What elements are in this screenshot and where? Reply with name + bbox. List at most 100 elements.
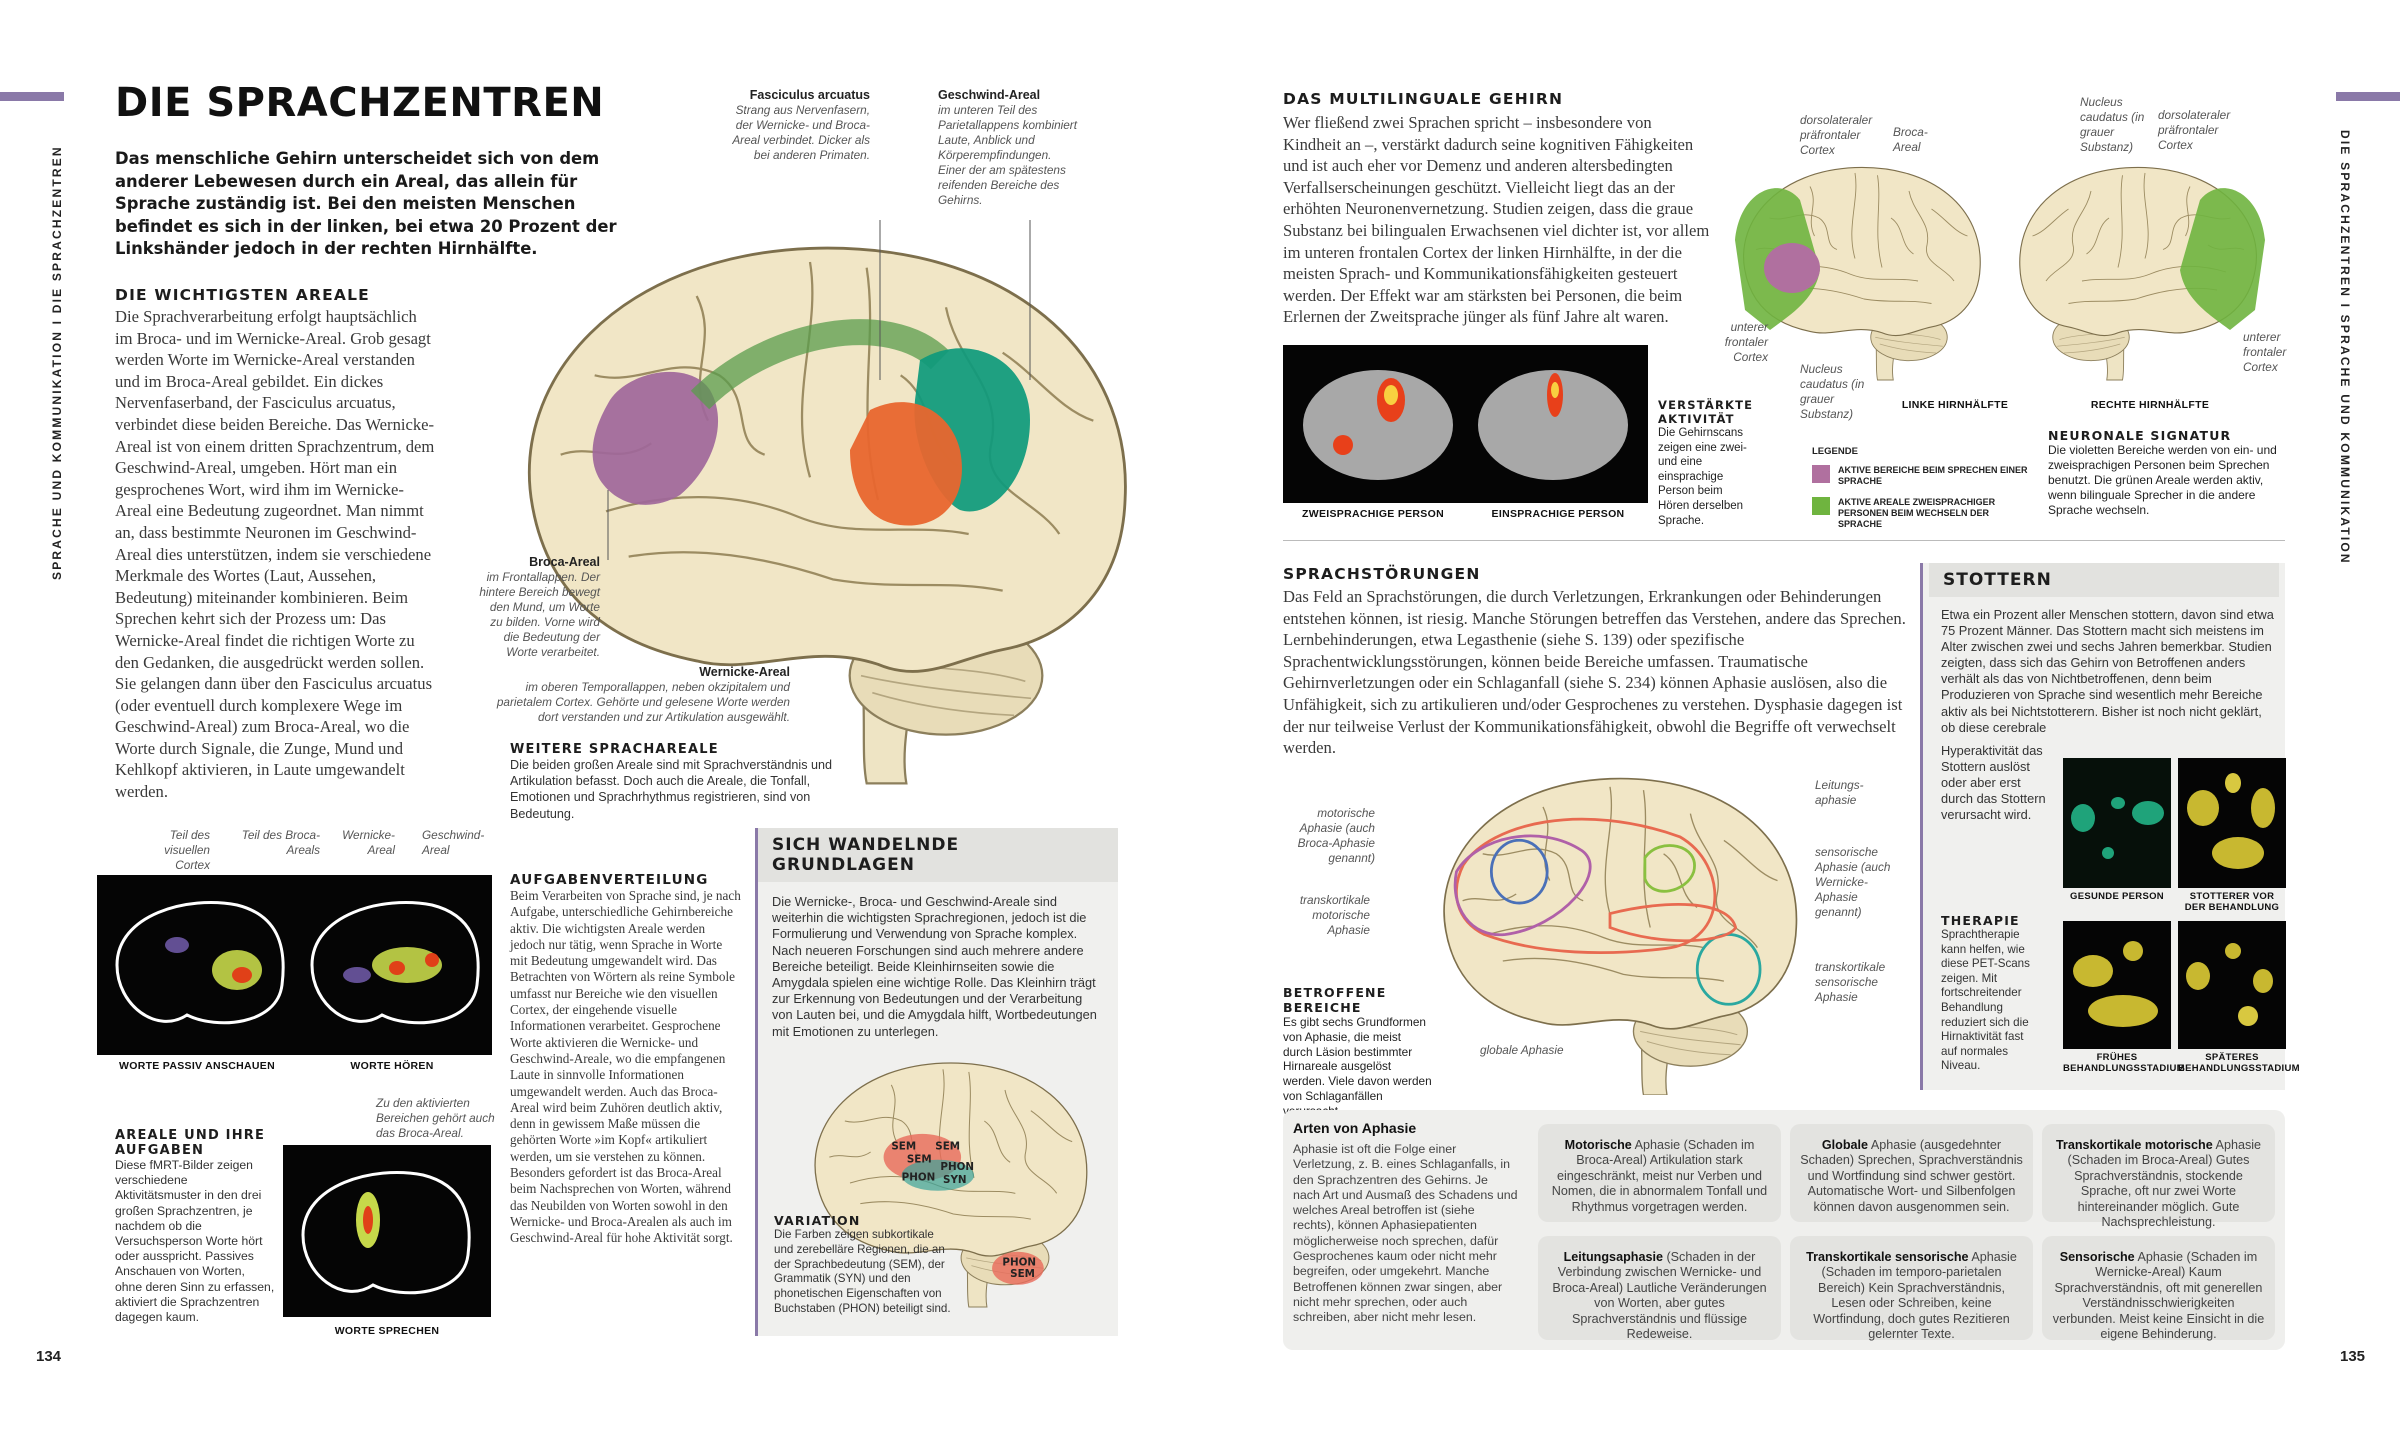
tag-sem: SEM [907,1153,932,1165]
pet-scan-spaeter [2178,921,2286,1049]
variation: VARIATION Die Farben zeigen subkortikale… [774,1213,954,1317]
aufgaben-body: Beim Verarbeiten von Sprache sind, je na… [510,888,741,1246]
betroffen-body: Es gibt sechs Grundformen von Aphasie, d… [1283,1015,1432,1118]
legend-swatch-green [1812,497,1830,515]
card-text: Aphasie (ausgedehnter Schaden) Sprechen,… [1800,1138,2023,1214]
section-tab-left [0,92,64,101]
label-left-hemisphere: LINKE HIRNHÄLFTE [1901,399,2009,411]
card-title: Transkortikale motorische [2055,1138,2213,1152]
pet-label: FRÜHES BEHANDLUNGSSTADIUM [2063,1052,2185,1074]
aphasia-brain-illustration [1400,760,1820,1095]
variation-heading: VARIATION [774,1213,861,1228]
stoerungen-body: Das Feld an Sprachstörungen, die durch V… [1283,587,1906,758]
card-title: Transkortikale sensorische [1806,1250,1969,1264]
label-sprechen: WORTE SPRECHEN [334,1325,440,1337]
ann-leitung: Leitungs-aphasie [1815,778,1864,807]
caption-geschwind: Geschwind-Areal im unteren Teil des Pari… [938,88,1078,208]
stottern-body-2: Hyperaktivität das Stottern auslöst oder… [1941,743,2046,823]
aufgaben-heading: AUFGABENVERTEILUNG [510,872,709,888]
therapie-body: Sprachtherapie kann helfen, wie diese PE… [1941,928,2030,1073]
aphasia-card-tk-motorisch: Transkortikale motorische Aphasie (Schad… [2042,1124,2275,1229]
label-passiv: WORTE PASSIV ANSCHAUEN [119,1060,275,1072]
ann-geschwind: Geschwind-Areal [422,828,485,857]
aphasia-card-sensorisch: Sensorische Aphasie (Schaden im Wernicke… [2042,1236,2275,1342]
caption-wernicke-text: im oberen Temporallappen, neben okzipita… [496,680,790,724]
pet-label: GESUNDE PERSON [2070,891,2164,902]
legend-swatch-violet [1812,465,1830,483]
page-number-left: 134 [36,1348,62,1365]
card-title: Globale [1821,1138,1869,1152]
legend: LEGENDE AKTIVE BEREICHE BEIM SPRECHEN EI… [1812,446,2032,530]
areale-body: Diese fMRT-Bilder zeigen verschiedene Ak… [115,1158,275,1325]
betroffen-heading: BETROFFENE BEREICHE [1283,985,1387,1015]
aphasia-card-global: Globale Aphasie (ausgedehnter Schaden) S… [1790,1124,2033,1222]
legend-item: AKTIVE BEREICHE BEIM SPRECHEN EINER SPRA… [1812,465,2032,487]
fasciculus-arcuatus [690,319,950,410]
ann-ifc-left: unterer frontaler Cortex [1724,320,1768,364]
tag-syn: SYN [943,1174,967,1186]
scan-bilingual [1283,345,1648,503]
divider [1283,540,2285,541]
arten-heading: Arten von Aphasie [1293,1120,1417,1136]
tag-sem: SEM [935,1140,960,1152]
ann-dlpfc-right: dorsolateraler präfrontaler Cortex [2158,108,2231,152]
aphasia-card-motorisch: Motorische Aphasie (Schaden im Broca-Are… [1538,1124,1781,1222]
arten-body: Aphasie ist oft die Folge einer Verletzu… [1293,1142,1518,1325]
card-text: (Schaden in der Verbindung zwischen Wern… [1552,1250,1767,1342]
ann-broca-part: Teil des Broca-Areals [241,828,320,857]
ann-tk-sensorisch: transkortikale sensorische Aphasie [1815,960,1886,1004]
tag-phon: PHON [1002,1257,1036,1269]
ann-broca-left: Broca-Areal [1893,125,1928,154]
scan-label-bilingual: ZWEISPRACHIGE PERSON [1302,508,1444,520]
signatur-heading: NEURONALE SIGNATUR [2048,428,2232,443]
stottern-heading: STOTTERN [1929,563,2279,597]
caption-geschwind-title: Geschwind-Areal [938,88,1041,102]
caption-broca-title: Broca-Areal [529,555,600,569]
ann-wernicke: Wernicke-Areal [342,828,395,857]
stottern-body: Etwa ein Prozent aller Menschen stottern… [1941,607,2274,735]
caption-broca: Broca-Areal im Frontallappen. Der hinter… [475,555,600,660]
hemispheres-illustration [1720,140,2280,410]
aufgabenverteilung: AUFGABENVERTEILUNG Beim Verarbeiten von … [510,872,742,1247]
page-title: DIE SPRACHZENTREN [115,80,605,126]
card-text: Aphasie (Schaden im Wernicke-Areal) Kaum… [2052,1250,2265,1342]
box-stottern: STOTTERN Etwa ein Prozent aller Menschen… [1920,563,2300,1090]
legend-item: AKTIVE AREALE ZWEISPRACHIGER PERSONEN BE… [1812,497,2032,530]
pet-scan-frueh [2063,921,2171,1049]
card-title: Sensorische [2059,1250,2135,1264]
box-wandelnde-grundlagen: SICH WANDELNDE GRUNDLAGEN Die Wernicke-,… [755,828,1118,1336]
pet-label: SPÄTERES BEHANDLUNGSSTADIUM [2178,1052,2300,1074]
card-text: Aphasie (Schaden im temporo-parietalen B… [1813,1250,2017,1342]
verstaerkt-heading: VERSTÄRKTE AKTIVITÄT [1658,398,1754,426]
verstaerkte-aktivitaet: VERSTÄRKTE AKTIVITÄT Die Gehirnscans zei… [1658,398,1753,528]
card-title: Motorische [1564,1138,1632,1152]
section-tab-right [2336,92,2400,101]
areale-heading: AREALE UND IHRE AUFGABEN [115,1128,266,1158]
legend-label: AKTIVE BEREICHE BEIM SPRECHEN EINER SPRA… [1838,465,2028,486]
ann-nucleus-right: Nucleus caudatus (in grauer Substanz) [2080,95,2145,154]
section-heading-stoerungen: SPRACHSTÖRUNGEN [1283,565,1481,583]
intro-text: Das menschliche Gehirn unterscheidet sic… [115,149,617,258]
page-number-right: 135 [2340,1348,2366,1365]
ann-nucleus-left: Nucleus caudatus (in grauer Substanz) [1800,362,1865,421]
tag-sem: SEM [1010,1268,1035,1280]
weitere-body: Die beiden großen Areale sind mit Sprach… [510,758,833,821]
tag-phon: PHON [940,1161,974,1173]
legend-title: LEGENDE [1812,446,1858,457]
caption-broca-text: im Frontallappen. Der hintere Bereich be… [479,570,600,659]
fmri-scan-sprechen [283,1145,491,1317]
caption-fasciculus-text: Strang aus Nervenfasern, der Wernicke- u… [732,103,870,162]
legend-label: AKTIVE AREALE ZWEISPRACHIGER PERSONEN BE… [1838,497,1996,529]
section-heading-wichtigste: DIE WICHTIGSTEN AREALE [115,286,370,304]
aphasia-card-leitung: Leitungsaphasie (Schaden in der Verbindu… [1538,1236,1781,1342]
ann-motorisch: motorische Aphasie (auch Broca-Aphasie g… [1297,806,1375,865]
weitere-sprachareale: WEITERE SPRACHAREALE Die beiden großen A… [510,742,860,822]
card-title: Leitungsaphasie [1563,1250,1663,1264]
wichtigste-body: Die Sprachverarbeitung erfolgt hauptsäch… [115,307,435,802]
ann-sprechen: Zu den aktivierten Bereichen gehört auch… [376,1096,495,1140]
verstaerkt-body: Die Gehirnscans zeigen eine zwei- und ei… [1658,427,1747,527]
broca-area [592,371,719,505]
neuronale-signatur: NEURONALE SIGNATUR Die violetten Bereich… [2048,428,2283,518]
ann-dlpfc-left: dorsolateraler präfrontaler Cortex [1800,113,1873,157]
pet-scan-gesund [2063,758,2171,888]
